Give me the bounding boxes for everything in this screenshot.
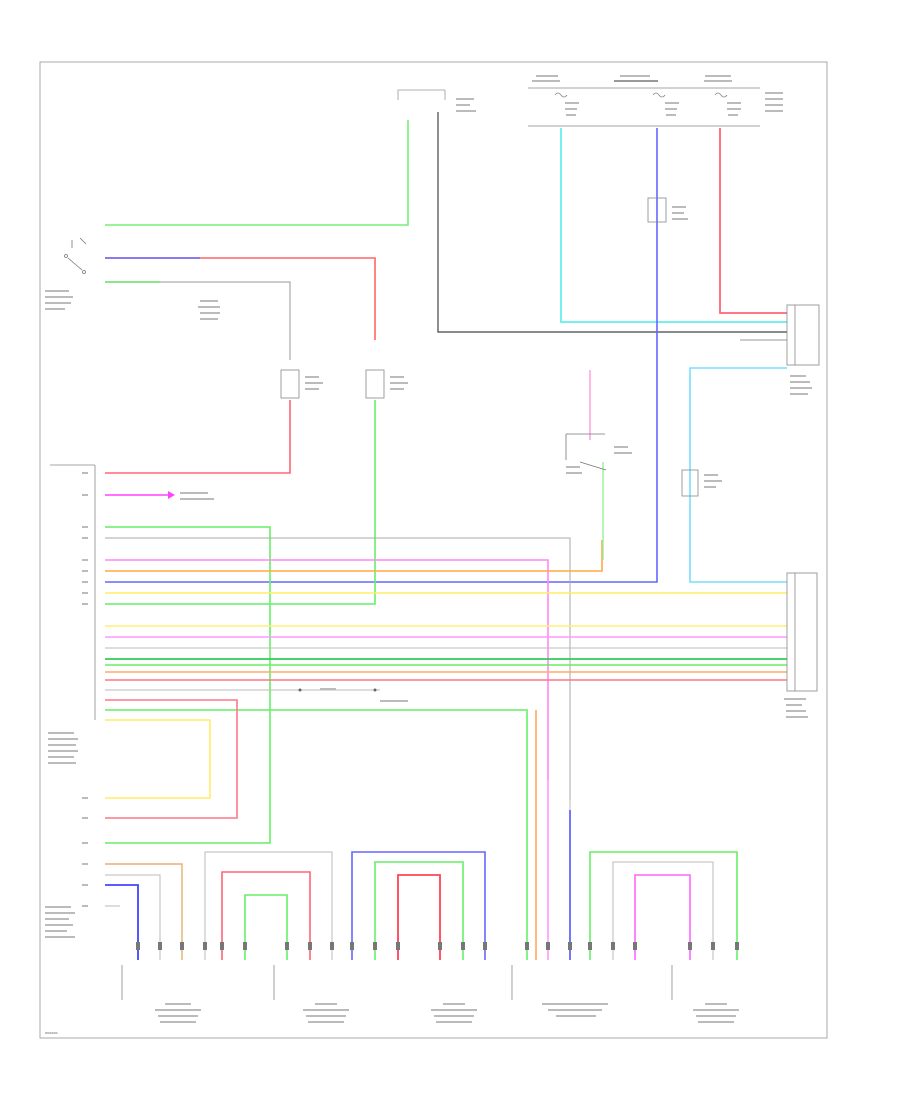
- relay-blocks-labels: [305, 376, 408, 390]
- wire-green-down: [105, 709, 528, 960]
- wire-pink-1: [105, 559, 549, 780]
- wire-gray-mid: [105, 537, 571, 800]
- magenta-arrow-label: [180, 492, 214, 500]
- wire-red-module: [105, 400, 291, 474]
- relay-block-a: [280, 369, 300, 399]
- wire-green-top: [105, 120, 409, 226]
- switch-symbol: [64, 237, 87, 274]
- loop-red-2: [397, 874, 441, 960]
- switch-relay-label: [198, 300, 220, 320]
- loop-green-1: [244, 894, 288, 960]
- loop-green-2: [374, 861, 464, 960]
- wire-yellow-down: [105, 719, 211, 799]
- diagram-frame: [39, 61, 828, 1039]
- wire-magenta-arrow: [105, 491, 175, 499]
- wire-cyan: [560, 128, 787, 323]
- wire-light-blue: [689, 367, 787, 583]
- bottom-wire-tan: [105, 863, 183, 960]
- mid-switch-labels: [566, 446, 632, 474]
- right-mid-connector-label: [784, 698, 808, 718]
- wire-green-relay-b: [105, 400, 376, 605]
- top-relay-label: [456, 98, 476, 112]
- right-top-connector: [786, 304, 820, 366]
- switch-label: [45, 290, 73, 310]
- top-relay-connector: [397, 89, 446, 100]
- main-module-connector: [50, 464, 96, 720]
- left-bottom-label: [45, 906, 75, 938]
- loop-green-3: [589, 851, 738, 960]
- blue-wire-relay: [647, 197, 667, 223]
- wire-black-top: [437, 112, 787, 333]
- bottom-wire-gray: [105, 874, 161, 960]
- wire-red-switch: [105, 257, 376, 340]
- wire-green-mid-1: [105, 526, 271, 844]
- loop-gray-1: [204, 851, 333, 960]
- mid-switch-block: [565, 433, 607, 471]
- splice-dot-1: [298, 688, 302, 692]
- main-module-label: [48, 732, 78, 764]
- fuse-box-labels: [532, 75, 783, 116]
- fuse-box-header: [528, 87, 760, 127]
- fuse-symbols: [554, 92, 728, 98]
- light-blue-relay-label: [704, 474, 722, 488]
- right-mid-connector: [786, 572, 818, 692]
- wire-gray-switch-seg: [160, 281, 291, 360]
- loop-blue-2: [351, 851, 486, 960]
- footer-code: W00000: [45, 1031, 58, 1035]
- wire-orange-1: [105, 540, 603, 572]
- bottom-pin-markers: [136, 942, 739, 950]
- blue-wire-relay-label: [672, 206, 688, 220]
- wire-red-right: [719, 128, 787, 314]
- light-blue-inline-relay: [681, 469, 699, 497]
- loop-red-1: [221, 871, 311, 960]
- loop-magenta-3: [634, 874, 691, 960]
- wire-red-down: [105, 699, 238, 819]
- relay-block-b: [365, 369, 385, 399]
- splice-labels: [320, 688, 408, 702]
- wire-blue-long: [105, 128, 658, 583]
- right-top-connector-label: [790, 375, 812, 395]
- bottom-wire-blue: [105, 884, 139, 960]
- splice-dot-2: [373, 688, 377, 692]
- loop-gray-3: [612, 861, 714, 960]
- left-pin-labels: [82, 472, 88, 907]
- bottom-module-labels: [155, 1003, 739, 1023]
